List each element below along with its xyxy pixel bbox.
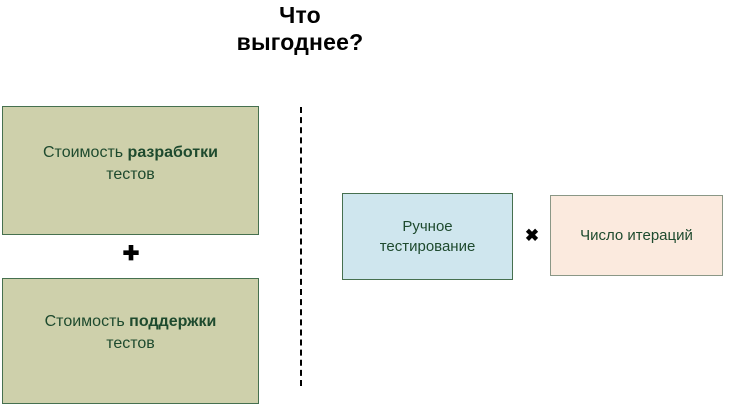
- multiply-operator-icon: ✖: [524, 226, 540, 245]
- page-title: Что выгоднее?: [236, 2, 364, 55]
- box-maintenance-cost-prefix: Стоимость: [44, 313, 130, 330]
- plus-operator-icon: ✚: [122, 243, 140, 265]
- box-iteration-count: Число итераций: [550, 195, 723, 276]
- box-maintenance-cost-label: Стоимость поддержки тестов: [3, 311, 258, 355]
- box-development-cost-prefix: Стоимость: [43, 143, 128, 161]
- box-maintenance-cost-emphasis: поддержки: [129, 313, 217, 330]
- box-development-cost: Стоимость разработки тестов: [2, 106, 259, 235]
- box-maintenance-cost-suffix: тестов: [106, 335, 155, 352]
- box-manual-testing: Ручное тестирование: [342, 193, 513, 280]
- box-development-cost-label: Стоимость разработки тестов: [3, 142, 258, 186]
- box-iteration-count-label: Число итераций: [580, 226, 693, 244]
- box-development-cost-suffix: тестов: [106, 165, 155, 183]
- box-maintenance-cost: Стоимость поддержки тестов: [2, 278, 259, 404]
- vertical-dashed-divider: [300, 107, 302, 386]
- box-development-cost-emphasis: разработки: [127, 143, 218, 161]
- box-manual-testing-label: Ручное тестирование: [379, 217, 476, 255]
